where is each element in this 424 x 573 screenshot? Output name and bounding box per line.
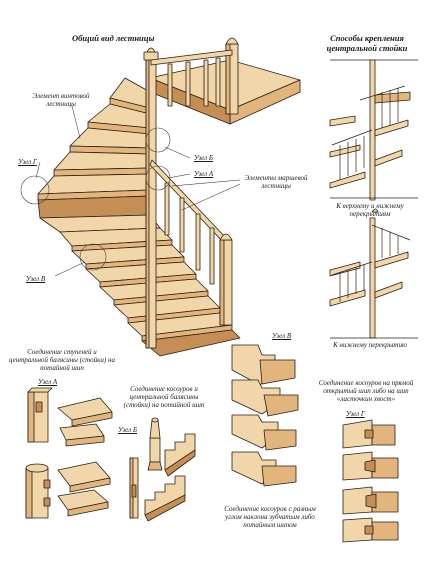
label-node-g-main: Узел Г bbox=[18, 158, 37, 166]
lower-balusters bbox=[164, 182, 215, 285]
node-b-detail bbox=[129, 417, 196, 522]
label-node-b-main: Узел Б bbox=[194, 154, 213, 162]
node-a-detail bbox=[25, 387, 113, 519]
node-v-marker bbox=[79, 243, 107, 271]
label-node-a: Узел А bbox=[38, 378, 58, 386]
upper-balusters bbox=[167, 57, 221, 107]
node-g-marker bbox=[20, 175, 50, 205]
node-g-detail bbox=[342, 419, 399, 543]
mount-diagram-1 bbox=[329, 59, 418, 201]
main-stair bbox=[20, 37, 301, 357]
label-node-v: Узел В bbox=[272, 332, 292, 340]
mount-diagram-2 bbox=[329, 208, 418, 339]
right-title: Способы крепления центральной стойки bbox=[326, 33, 408, 53]
label-straight-joint: Соединение косоуров на прямой открытый ш… bbox=[318, 379, 414, 403]
node-a-marker bbox=[145, 165, 171, 191]
label-node-g: Узел Г bbox=[346, 410, 365, 418]
label-mount-2: К нижнему перекрытию bbox=[333, 341, 407, 349]
node-b-marker bbox=[145, 127, 171, 153]
main-title: Общий вид лестницы bbox=[72, 33, 155, 43]
label-node-a-main: Узел А bbox=[194, 170, 214, 178]
label-spiral: Элемент винтовой лестницы bbox=[32, 92, 90, 108]
label-angle-joint: Соединение косоуров с разным углом накло… bbox=[224, 505, 316, 529]
label-flight: Элементы маршевой лестницы bbox=[244, 174, 308, 190]
label-node-v-main: Узел В bbox=[26, 275, 46, 283]
label-steps-joint: Соединение ступеней и центральной баляси… bbox=[9, 348, 115, 372]
label-mount-1: К верхнему и нижнему перекрытиям bbox=[336, 202, 404, 218]
label-stringer-joint: Соединение косоуров и центральной баляси… bbox=[123, 385, 205, 409]
label-node-b: Узел Б bbox=[118, 426, 137, 434]
node-v-detail bbox=[231, 344, 299, 487]
